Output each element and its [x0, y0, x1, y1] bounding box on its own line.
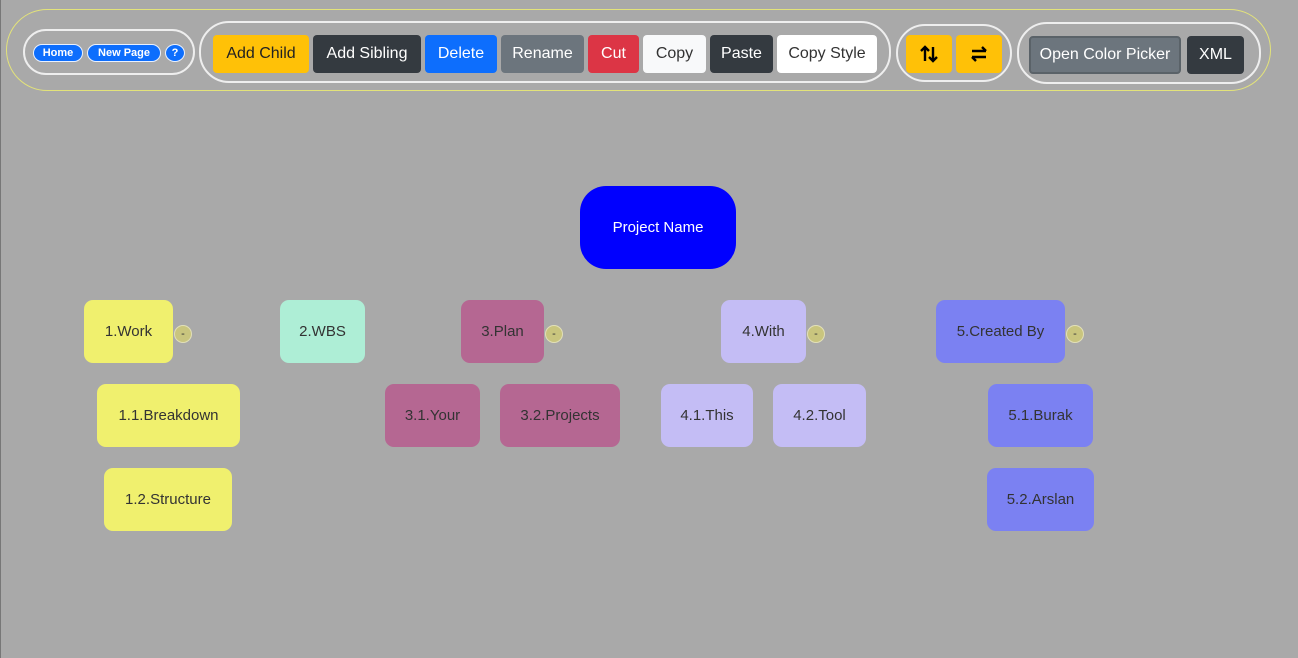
node-created-by[interactable]: 5.Created By	[936, 300, 1065, 363]
collapse-toggle-with[interactable]: -	[807, 325, 825, 343]
node-work-breakdown[interactable]: 1.1.Breakdown	[97, 384, 240, 447]
new-page-button[interactable]: New Page	[87, 44, 161, 62]
home-button[interactable]: Home	[33, 44, 83, 62]
add-child-button[interactable]: Add Child	[213, 35, 309, 73]
rename-button[interactable]: Rename	[501, 35, 584, 73]
node-created-by-burak[interactable]: 5.1.Burak	[988, 384, 1093, 447]
node-work-structure[interactable]: 1.2.Structure	[104, 468, 232, 531]
paste-button[interactable]: Paste	[710, 35, 773, 73]
swap-vertical-icon	[920, 45, 938, 63]
collapse-toggle-plan[interactable]: -	[545, 325, 563, 343]
swap-horizontal-button[interactable]	[956, 35, 1002, 73]
node-plan[interactable]: 3.Plan	[461, 300, 544, 363]
cut-button[interactable]: Cut	[588, 35, 639, 73]
collapse-toggle-created-by[interactable]: -	[1066, 325, 1084, 343]
toolbar: Home New Page ? Add Child Add Sibling De…	[6, 9, 1271, 91]
open-color-picker-button[interactable]: Open Color Picker	[1029, 36, 1181, 74]
node-plan-projects[interactable]: 3.2.Projects	[500, 384, 620, 447]
copy-button[interactable]: Copy	[643, 35, 706, 73]
node-with[interactable]: 4.With	[721, 300, 806, 363]
swap-vertical-button[interactable]	[906, 35, 952, 73]
node-work[interactable]: 1.Work	[84, 300, 173, 363]
add-sibling-button[interactable]: Add Sibling	[313, 35, 421, 73]
node-plan-your[interactable]: 3.1.Your	[385, 384, 480, 447]
xml-button[interactable]: XML	[1187, 36, 1244, 74]
collapse-toggle-work[interactable]: -	[174, 325, 192, 343]
node-with-tool[interactable]: 4.2.Tool	[773, 384, 866, 447]
node-created-by-arslan[interactable]: 5.2.Arslan	[987, 468, 1094, 531]
tools-group: Open Color Picker XML	[1017, 22, 1261, 84]
nav-group: Home New Page ?	[23, 29, 195, 75]
layout-toggle-group	[896, 24, 1012, 82]
swap-horizontal-icon	[971, 46, 987, 62]
help-button[interactable]: ?	[165, 44, 185, 62]
root-node[interactable]: Project Name	[580, 186, 736, 269]
node-wbs[interactable]: 2.WBS	[280, 300, 365, 363]
node-with-this[interactable]: 4.1.This	[661, 384, 753, 447]
copy-style-button[interactable]: Copy Style	[777, 35, 877, 73]
delete-button[interactable]: Delete	[425, 35, 497, 73]
edit-actions-group: Add Child Add Sibling Delete Rename Cut …	[199, 21, 891, 83]
